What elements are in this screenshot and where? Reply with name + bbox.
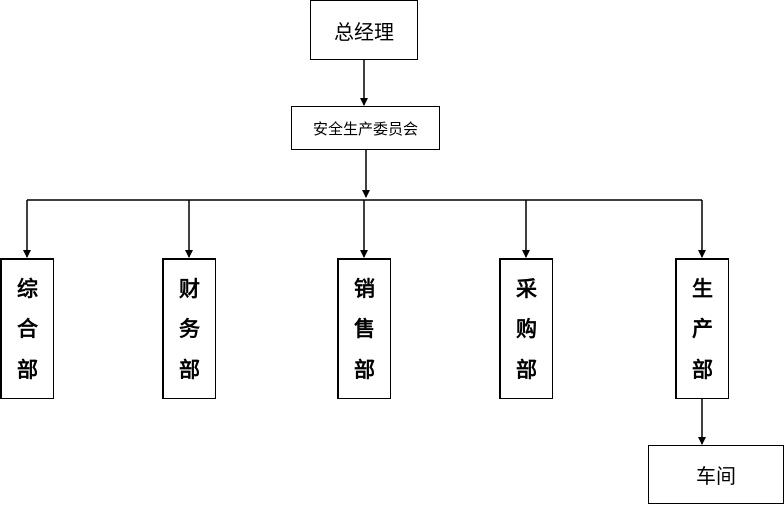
dept-char: 购: [516, 316, 537, 342]
dept-char: 部: [516, 357, 537, 383]
dept-xiaoshou-box: 销 售 部: [337, 258, 391, 399]
dept-char: 生: [692, 275, 713, 301]
dept-char: 售: [354, 316, 375, 342]
workshop-label: 车间: [696, 464, 736, 488]
dept-shengchan-box: 生 产 部: [675, 258, 729, 399]
dept-char: 采: [516, 275, 537, 301]
safety-committee-box: 安全生产委员会: [291, 106, 440, 150]
dept-char: 产: [692, 316, 713, 342]
dept-char: 部: [17, 357, 38, 383]
dept-char: 销: [354, 275, 375, 301]
dept-caigou-box: 采 购 部: [499, 258, 553, 399]
dept-zonghe-box: 综 合 部: [0, 258, 54, 399]
dept-char: 财: [179, 275, 200, 301]
workshop-box: 车间: [648, 445, 784, 504]
dept-char: 部: [179, 357, 200, 383]
dept-char: 部: [692, 357, 713, 383]
dept-char: 合: [17, 316, 38, 342]
general-manager-label: 总经理: [334, 19, 394, 44]
dept-char: 综: [17, 275, 38, 301]
dept-char: 务: [179, 316, 200, 342]
dept-char: 部: [354, 357, 375, 383]
general-manager-box: 总经理: [310, 0, 418, 60]
dept-caiwu-box: 财 务 部: [162, 258, 216, 399]
safety-committee-label: 安全生产委员会: [312, 119, 418, 138]
